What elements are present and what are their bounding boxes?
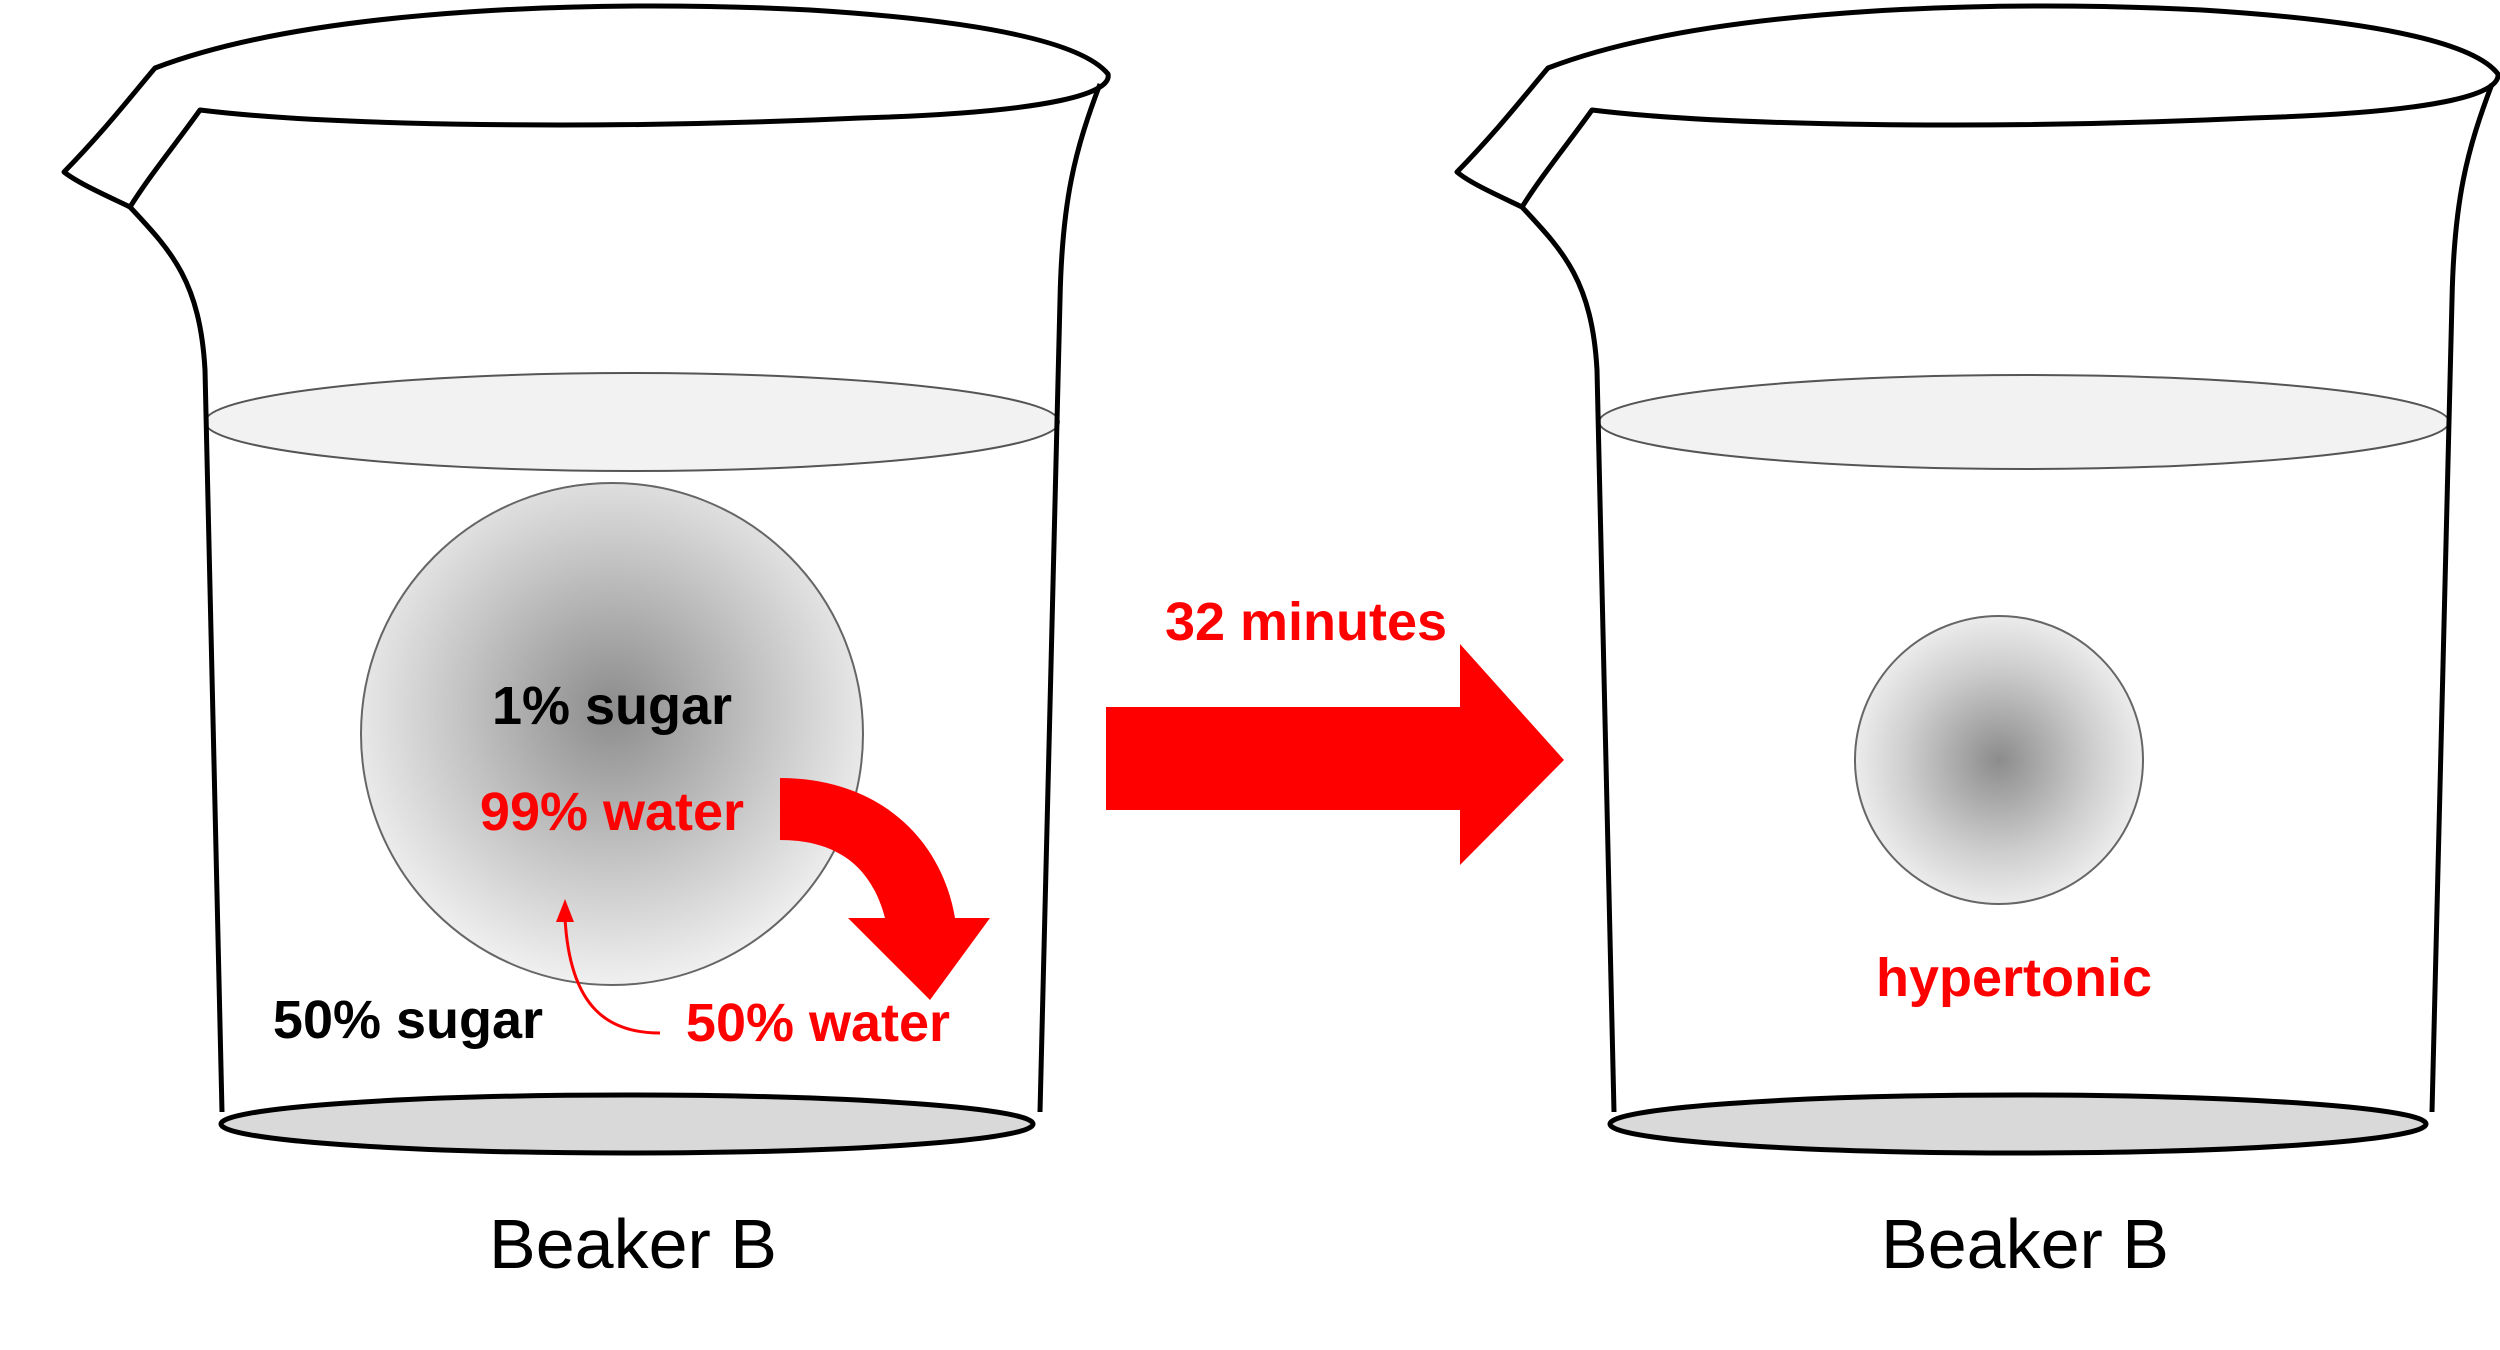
shrunken-cell [1854, 615, 2144, 905]
left-beaker-caption: Beaker B [489, 1205, 777, 1283]
beaker-right-wall [2429, 83, 2495, 1113]
water-surface [1598, 374, 2450, 470]
left-beaker: 1% sugar 99% water 50% sugar 50% water B… [61, 3, 1111, 1283]
water-inflow-arrowhead [556, 899, 574, 922]
beaker-rim [1454, 3, 2500, 210]
water-surface [204, 372, 1060, 472]
water-outflow-arrow [780, 778, 990, 1000]
time-arrow [1106, 644, 1564, 865]
beaker-base [218, 1092, 1036, 1156]
time-label: 32 minutes [1165, 592, 1447, 652]
solution-tonicity-label: hypertonic [1876, 948, 2152, 1008]
transition: 32 minutes [1106, 592, 1564, 865]
solution-sugar-label: 50% sugar [273, 990, 543, 1050]
beaker-right-wall [1037, 83, 1103, 1113]
cell-inside-sugar-label: 1% sugar [492, 676, 732, 736]
right-beaker: hypertonic Beaker B [1454, 3, 2500, 1283]
right-beaker-caption: Beaker B [1881, 1205, 2169, 1283]
beaker-left-wall [1520, 205, 1617, 1113]
solution-water-label: 50% water [686, 993, 950, 1053]
water-inflow-arrow [563, 917, 661, 1035]
cell-inside-water-label: 99% water [480, 782, 744, 842]
beaker-rim [61, 3, 1111, 210]
beaker-base [1607, 1092, 2429, 1156]
beaker-left-wall [128, 205, 225, 1113]
cell [360, 482, 864, 986]
